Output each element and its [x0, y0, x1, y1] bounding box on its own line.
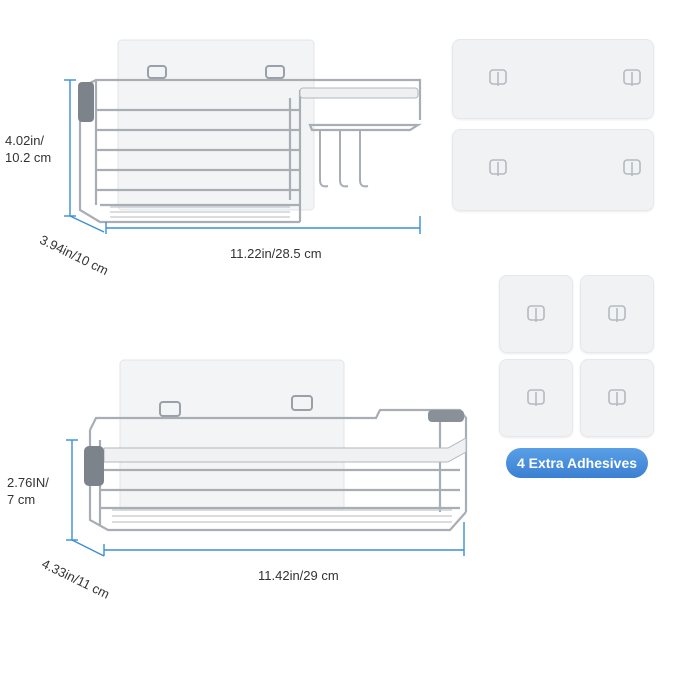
pad-hook-icon — [623, 69, 641, 86]
top-depth-dimension — [69, 215, 105, 233]
bottom-width-dimension — [103, 522, 465, 556]
bottom-basket — [88, 408, 468, 532]
top-width-dimension — [105, 216, 421, 234]
bottom-basket-end-cap-right — [428, 410, 464, 422]
top-basket-front-bar — [299, 87, 419, 99]
extra-adhesives-badge: 4 Extra Adhesives — [506, 448, 648, 478]
bottom-plate-hook-icon — [159, 395, 313, 417]
top-hooks-icon — [319, 130, 369, 188]
top-basket — [78, 78, 422, 224]
top-height-label: 4.02in/ 10.2 cm — [5, 133, 52, 165]
pad-hook-icon — [489, 69, 507, 86]
bottom-basket-rails — [112, 509, 452, 523]
pad-hook-icon — [489, 159, 507, 176]
pad-hook-icon — [527, 389, 545, 406]
bottom-depth-dimension — [71, 539, 105, 557]
pad-hook-icon — [608, 389, 626, 406]
pad-hook-icon — [608, 305, 626, 322]
top-basket-end-cap — [78, 82, 94, 122]
pad-hook-icon — [623, 159, 641, 176]
bottom-height-label: 2.76IN/ 7 cm — [7, 475, 49, 507]
bottom-basket-end-cap — [84, 446, 104, 486]
top-plate-hook-icon — [147, 65, 285, 79]
adhesive-pad-large-2 — [452, 129, 654, 211]
adhesive-pad-large-1 — [452, 39, 654, 119]
top-basket-rails — [110, 206, 290, 218]
pad-hook-icon — [527, 305, 545, 322]
bottom-width-label: 11.42in/29 cm — [258, 568, 339, 583]
top-width-label: 11.22in/28.5 cm — [230, 246, 322, 261]
